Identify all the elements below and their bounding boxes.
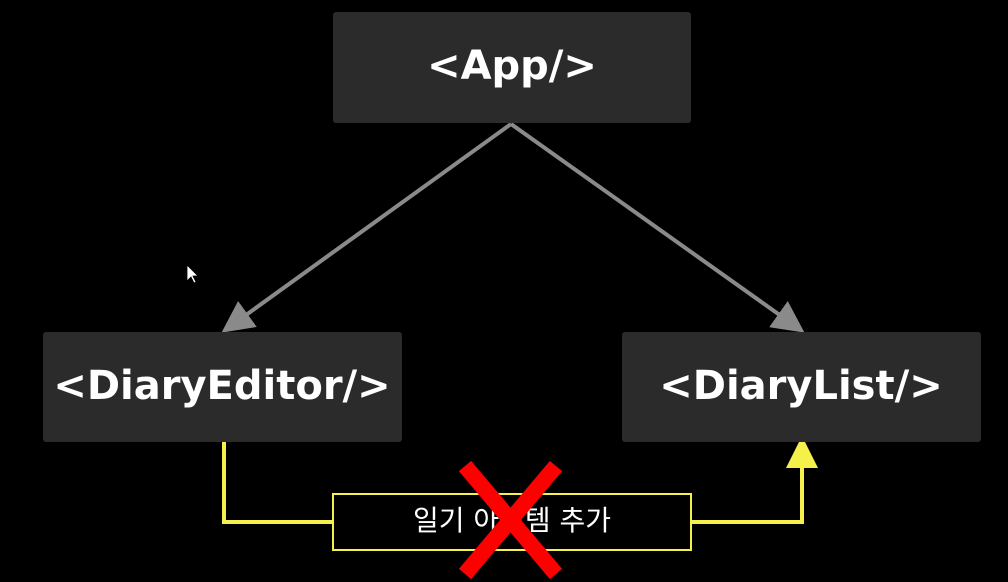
- edge-app-to-editor: [221, 122, 513, 333]
- data-flow-left: [222, 442, 334, 524]
- node-diary-list-label: <DiaryList/>: [659, 363, 942, 409]
- node-diary-editor: <DiaryEditor/>: [43, 332, 402, 442]
- red-x-icon: [458, 460, 563, 580]
- node-diary-editor-label: <DiaryEditor/>: [53, 363, 390, 409]
- node-app-label: <App/>: [427, 43, 597, 89]
- mouse-pointer-icon: [186, 264, 199, 284]
- node-diary-list: <DiaryList/>: [622, 332, 981, 442]
- edge-app-to-list: [509, 122, 805, 333]
- node-app: <App/>: [333, 12, 691, 123]
- data-flow-right: [690, 436, 818, 524]
